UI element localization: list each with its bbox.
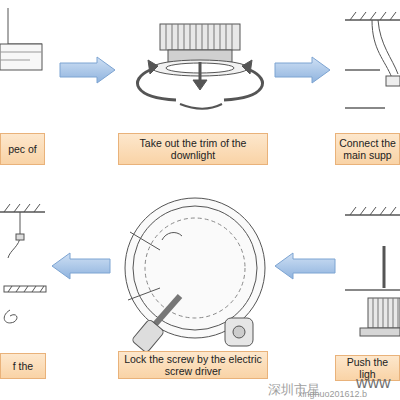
- step-panel: Push the ligh: [335, 205, 400, 380]
- step-caption-box: f the: [0, 353, 46, 379]
- screw: [233, 326, 245, 338]
- ceiling-board: [4, 286, 46, 292]
- frame-line: [128, 232, 160, 300]
- spring-clip: [4, 310, 17, 323]
- step-caption-box: Connect the main supp: [335, 133, 400, 165]
- watermark: www: [356, 374, 391, 392]
- connector: [16, 234, 24, 240]
- push-arrow: [383, 246, 386, 288]
- step-panel: Connect the main supp: [330, 10, 400, 168]
- flow-arrow: [60, 57, 115, 83]
- flow-arrow: [275, 57, 330, 83]
- step-caption-box: Take out the trim of the downlight: [118, 133, 268, 165]
- heatsink-fins: [373, 298, 398, 328]
- spec-lines: [0, 52, 42, 60]
- rotate-arrow: [137, 70, 176, 100]
- step-caption: Connect the main supp: [336, 137, 399, 161]
- step-caption: Take out the trim of the downlight: [119, 137, 267, 161]
- step-caption: pec of: [6, 143, 39, 155]
- rotate-arrow-head: [242, 60, 252, 74]
- ceiling-line: [345, 214, 400, 216]
- rotate-arrow: [180, 104, 222, 109]
- spec-box: [0, 44, 42, 70]
- ceiling-slab: [345, 70, 385, 108]
- down-arrow-head: [193, 80, 207, 90]
- step-panel: Take out the trim of the downlight: [115, 10, 275, 168]
- heatsink-fins: [166, 24, 232, 50]
- ceiling-hatch: [350, 12, 396, 20]
- terminal-block: [386, 76, 400, 86]
- ceiling-slab: [345, 289, 400, 291]
- flow-arrow: [52, 253, 110, 279]
- rotate-arrow: [224, 70, 263, 100]
- flow-arrow: [275, 253, 335, 279]
- board-hatch: [8, 286, 44, 292]
- step-caption-box: pec of: [0, 133, 45, 165]
- rotate-arrow-head: [148, 60, 158, 74]
- reflector-edge: [145, 218, 245, 318]
- lamp-ring-inner: [133, 206, 257, 330]
- ceiling-hatch: [350, 207, 396, 215]
- ceiling-line: [0, 211, 45, 213]
- wire-loop: [162, 233, 182, 240]
- bracket-line: [8, 8, 42, 44]
- step-panel: pec of: [0, 10, 60, 168]
- step-panel: f the: [0, 205, 52, 380]
- screw-head-detail: [225, 318, 253, 346]
- step-caption-box: Lock the screw by the electric screw dri…: [118, 351, 268, 379]
- supply-wire: [372, 20, 398, 78]
- step-panel: Lock the screw by the electric screw dri…: [110, 205, 275, 380]
- lamp-ring: [125, 198, 265, 338]
- heatsink: [368, 298, 400, 328]
- heatsink: [160, 24, 240, 50]
- step-caption: f the: [11, 360, 35, 372]
- screw-driver-handle: [131, 319, 164, 353]
- lamp-trim: [360, 328, 400, 336]
- step-caption: Lock the screw by the electric screw dri…: [119, 353, 267, 377]
- ceiling-hatch: [4, 204, 40, 212]
